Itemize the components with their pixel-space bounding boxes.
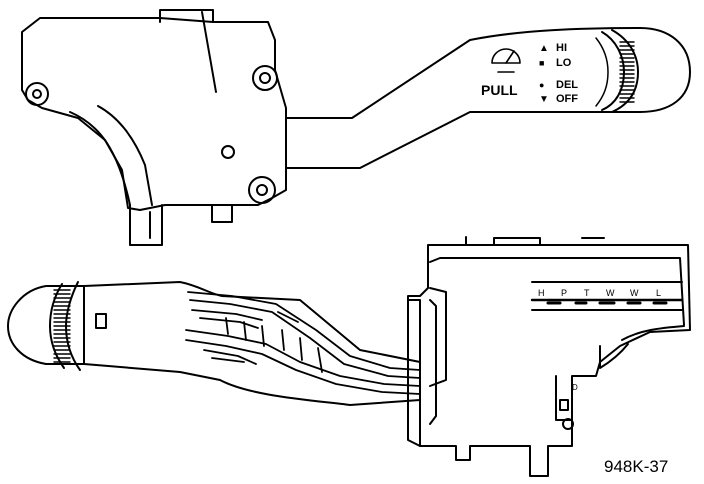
pin-label: T [584, 288, 590, 298]
pin-label: H [538, 288, 545, 298]
svg-text:DEL: DEL [556, 79, 578, 91]
connector-pin-row: H P T W W L [530, 281, 684, 311]
svg-text:▲: ▲ [539, 43, 549, 54]
svg-text:D: D [572, 383, 578, 392]
svg-text:●: ● [539, 80, 544, 90]
speed-position-del: ● DEL [539, 79, 578, 91]
speed-position-list: ▲ HI ■ LO ● DEL ▼ OFF [539, 42, 578, 105]
wiper-lever-stalk[interactable] [285, 27, 691, 169]
small-tab [211, 204, 233, 223]
wiper-switch-assembly [21, 9, 691, 246]
speed-position-hi: ▲ HI [539, 42, 567, 54]
speed-position-lo: ■ LO [539, 57, 572, 69]
pin-label: L [656, 288, 661, 298]
knurled-ring[interactable] [49, 281, 81, 371]
turn-signal-switch-assembly: D H P T W W L [7, 236, 691, 477]
svg-text:OFF: OFF [556, 93, 578, 105]
figure-id: 948K-37 [604, 457, 668, 476]
mounting-hole [221, 145, 235, 159]
pin-label: W [606, 288, 615, 298]
pin-label: P [561, 288, 567, 298]
screw-boss [248, 176, 276, 204]
pull-label: PULL [481, 82, 518, 98]
screw-boss [252, 65, 278, 91]
wiring-harness [185, 291, 421, 395]
svg-text:▼: ▼ [539, 94, 549, 105]
speed-position-off: ▼ OFF [539, 93, 578, 105]
bottom-tab [129, 204, 163, 246]
turn-signal-lever-knob[interactable] [7, 285, 85, 365]
svg-text:■: ■ [539, 58, 544, 68]
pin-label: W [630, 288, 639, 298]
top-tab [159, 9, 214, 23]
turn-signal-lever-stalk[interactable] [83, 281, 421, 406]
indicator-window [95, 313, 107, 329]
switch-body [407, 244, 691, 477]
svg-text:LO: LO [556, 57, 572, 69]
svg-text:HI: HI [556, 42, 567, 54]
screw-boss [25, 82, 49, 106]
knurled-ring[interactable] [595, 29, 639, 113]
wiper-symbol-icon [491, 48, 521, 73]
switch-housing [21, 17, 287, 211]
